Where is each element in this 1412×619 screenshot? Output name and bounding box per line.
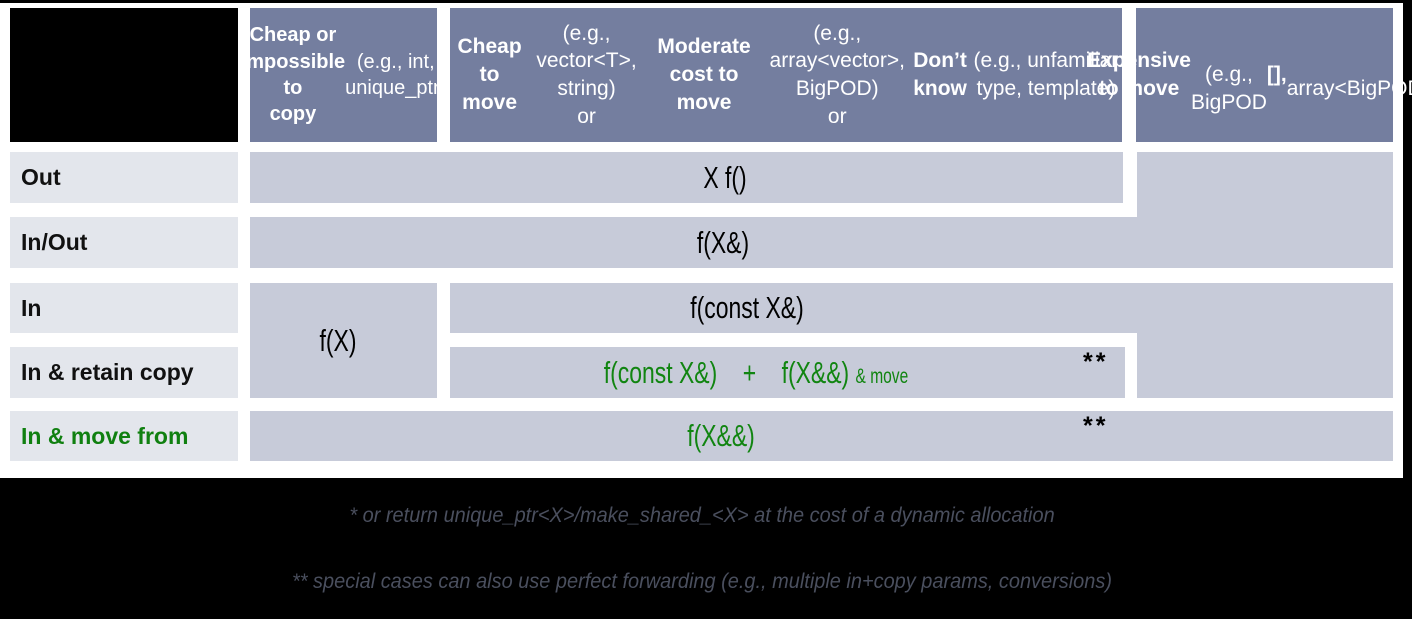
cell-out: X f() <box>250 152 1123 203</box>
right-border <box>1403 0 1412 619</box>
row-label-out: Out <box>10 152 238 203</box>
cell-in-cheap-copy: f(X) <box>250 283 437 398</box>
row-label-in-retain-copy: In & retain copy <box>10 347 238 398</box>
double-asterisk-marker: ** <box>1083 412 1109 440</box>
cell-expensive-in-extension <box>1137 333 1393 398</box>
code-f-xref: f(X&) <box>696 224 750 260</box>
cell-in-retain-copy: f(const X&) + f(X&&) & move ** <box>450 347 1125 398</box>
code-x-f: X f() <box>703 159 747 195</box>
cell-in-const-ref: f(const X&) <box>450 283 1393 333</box>
row-label-in-move-from: In & move from <box>10 411 238 461</box>
code-retain-copy: f(const X&) + f(X&&) & move <box>603 354 909 390</box>
code-f-x: f(X) <box>319 322 357 358</box>
footnote-perfect-forwarding: ** special cases can also use perfect fo… <box>291 570 1112 593</box>
cell-in-move-from: f(X&&) ** <box>250 411 1393 461</box>
header-expensive-to-move: Expensive to move (e.g., BigPOD[], array… <box>1087 8 1412 142</box>
code-f-xrefref: f(X&&) <box>687 418 755 453</box>
row-label-in: In <box>10 283 238 333</box>
code-and-move-suffix: & move <box>855 364 909 388</box>
header-cheap-or-impossible-to-copy: Cheap or impossible to copy (e.g., int, … <box>241 8 446 142</box>
top-border <box>0 0 1412 3</box>
footnote-dynamic-allocation: * or return unique_ptr<X>/make_shared_<X… <box>349 504 1055 527</box>
header-cheap-or-moderate-or-dont-know: Cheap to move (e.g., vector<T>, string) … <box>450 8 1122 142</box>
corner-block <box>10 8 238 142</box>
double-asterisk-marker: ** <box>1083 348 1109 376</box>
footer-band <box>0 478 1412 619</box>
row-label-in-out: In/Out <box>10 217 238 268</box>
cell-in-out: f(X&) <box>250 217 1393 268</box>
code-f-const-xref: f(const X&) <box>690 290 804 325</box>
